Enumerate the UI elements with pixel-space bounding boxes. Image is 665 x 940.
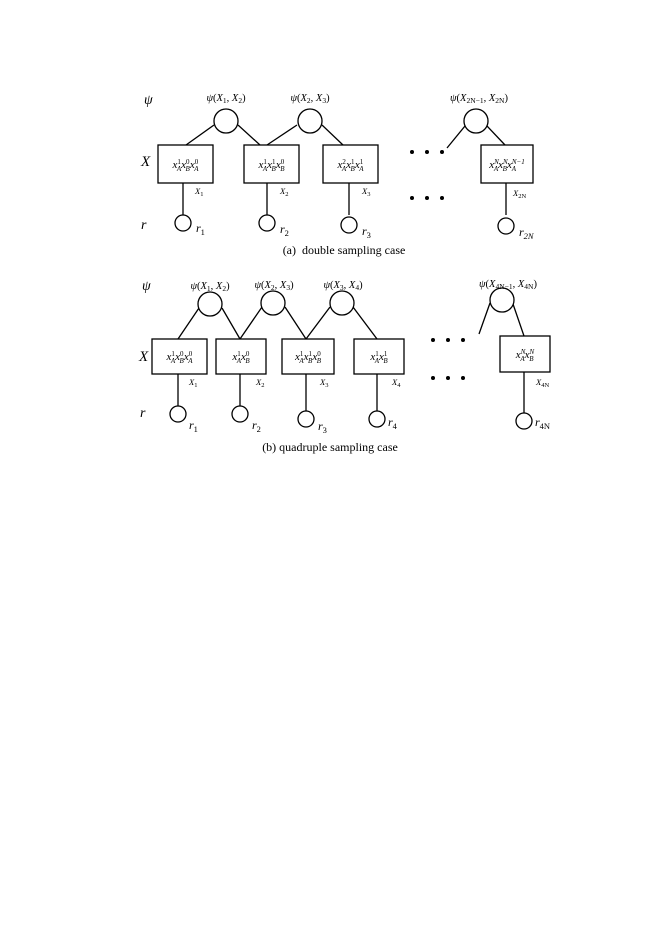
obs-label-b-3: r3 [318, 419, 327, 435]
obs-label-a-4: r2N [519, 225, 535, 241]
state-box-a-4 [480, 144, 534, 184]
obs-label-a-3: r3 [362, 224, 371, 240]
potential-node-a-3 [463, 108, 489, 134]
state-box-a-3 [322, 144, 379, 184]
row-label-r-b: r [140, 406, 146, 421]
var-label-b-1: X1 [188, 377, 197, 389]
edges-b [177, 302, 525, 413]
obs-node-a-1 [174, 214, 192, 232]
row-label-x-b: X [138, 349, 149, 365]
potential-node-a-2 [297, 108, 323, 134]
var-label-a-2: X2 [279, 186, 288, 198]
state-box-a-2 [243, 144, 300, 184]
state-box-b-3 [281, 338, 335, 375]
var-label-a-4: X2N [512, 188, 526, 200]
edges-a [182, 124, 507, 215]
obs-label-b-4: r4 [388, 415, 398, 431]
var-label-b-5: X4N [535, 377, 549, 389]
panel-a: ψ X r ψ(X1, X2) ψ(X2, X3) ψ(X2N−1, X [140, 93, 535, 257]
panel-b: ψ X r ψ(X1, X2) ψ(X2, X3) [138, 279, 551, 454]
obs-label-b-2: r2 [252, 418, 261, 434]
obs-node-b-1 [169, 405, 187, 423]
potential-node-a-1 [213, 108, 239, 134]
var-label-b-4: X4 [391, 377, 401, 389]
var-label-a-1: X1 [194, 186, 203, 198]
caption-a: (a) double sampling case [283, 243, 406, 257]
potential-label-b-3: ψ(X3, X4) [323, 280, 363, 292]
potential-label-a-2: ψ(X2, X3) [290, 93, 330, 105]
state-box-b-1 [151, 338, 208, 375]
obs-node-a-3 [340, 216, 358, 234]
obs-node-b-4 [368, 410, 386, 428]
obs-node-b-5 [515, 412, 533, 430]
row-label-r-a: r [141, 218, 147, 233]
var-label-a-3: X3 [361, 186, 370, 198]
obs-node-a-4 [497, 217, 515, 235]
caption-b: (b) quadruple sampling case [262, 440, 398, 454]
state-box-b-2 [215, 338, 267, 375]
obs-label-a-1: r1 [196, 221, 205, 237]
obs-node-b-2 [231, 405, 249, 423]
obs-label-b-5: r4N [535, 415, 550, 431]
obs-node-a-2 [258, 214, 276, 232]
obs-label-a-2: r2 [280, 222, 289, 238]
var-label-b-2: X2 [255, 377, 264, 389]
potential-label-b-4: ψ(X4N−1, X4N) [479, 279, 537, 291]
state-box-b-4 [353, 338, 405, 375]
state-box-a-1 [157, 144, 214, 184]
ellipsis-dots-b [431, 338, 465, 380]
state-box-b-5 [499, 335, 551, 373]
row-label-x-a: X [140, 154, 151, 170]
row-label-psi-b: ψ [142, 279, 151, 294]
potential-node-b-2 [260, 290, 286, 316]
potential-node-b-4 [489, 287, 515, 313]
potential-label-b-1: ψ(X1, X2) [190, 281, 230, 293]
potential-node-b-1 [197, 291, 223, 317]
ellipsis-dots-a [410, 150, 444, 200]
obs-label-b-1: r1 [189, 418, 198, 434]
potential-node-b-3 [329, 290, 355, 316]
potential-label-b-2: ψ(X2, X3) [254, 280, 294, 292]
obs-node-b-3 [297, 410, 315, 428]
potential-label-a-1: ψ(X1, X2) [206, 93, 246, 105]
var-label-b-3: X3 [319, 377, 328, 389]
row-label-psi-a: ψ [144, 93, 153, 108]
potential-label-a-3: ψ(X2N−1, X2N) [450, 93, 508, 105]
